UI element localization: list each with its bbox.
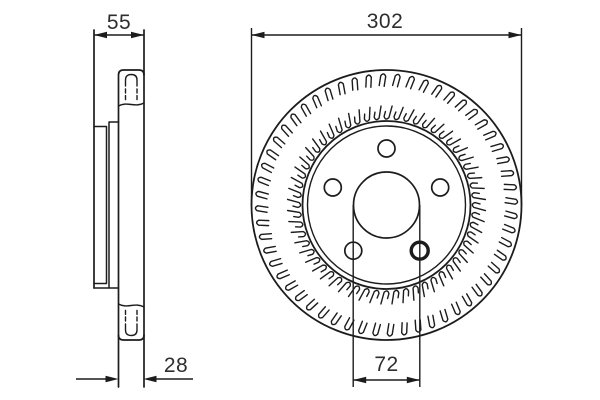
dimension-annotations: 55 302 28 72 <box>76 10 523 387</box>
side-view-flange-steps <box>93 121 120 289</box>
side-view-bottom-rim <box>117 334 145 341</box>
dimension-overall-width: 55 <box>94 11 144 39</box>
side-view-wave-bottom <box>117 303 145 308</box>
dimension-center-bore: 72 <box>352 205 421 387</box>
side-view <box>93 29 145 388</box>
dimension-label-center-bore: 72 <box>374 353 398 376</box>
bolt-hole-right <box>430 178 450 197</box>
dimension-outer-diameter: 302 <box>250 10 523 205</box>
dimension-label-disc-thickness: 28 <box>164 354 188 377</box>
arrowhead-left <box>251 31 265 39</box>
arrowhead-right <box>406 376 420 384</box>
side-view-wave-top <box>117 102 145 107</box>
dimension-disc-thickness: 28 <box>76 354 193 383</box>
side-view-vent-opening-top <box>124 73 138 87</box>
side-view-vent-opening-bottom <box>124 323 138 337</box>
arrowhead-right <box>508 31 522 39</box>
side-view-inner-face-and-top-rim <box>117 69 145 388</box>
arrowhead-left <box>353 376 367 384</box>
arrowhead-left <box>94 31 107 39</box>
side-view-vent-hidden-bottom <box>124 307 138 322</box>
bolt-hole-top <box>377 139 396 158</box>
hat-flange-circle <box>306 125 467 285</box>
dimension-label-outer-diameter: 302 <box>367 10 404 33</box>
friction-ring-inner-circle <box>301 120 472 290</box>
side-view-vent-hidden-top <box>124 88 138 103</box>
arrowhead-right <box>143 375 157 383</box>
arrowhead-right <box>131 31 144 39</box>
dimension-label-overall-width: 55 <box>107 11 131 34</box>
arrowhead-left <box>105 375 119 383</box>
bolt-hole-left <box>323 178 343 197</box>
